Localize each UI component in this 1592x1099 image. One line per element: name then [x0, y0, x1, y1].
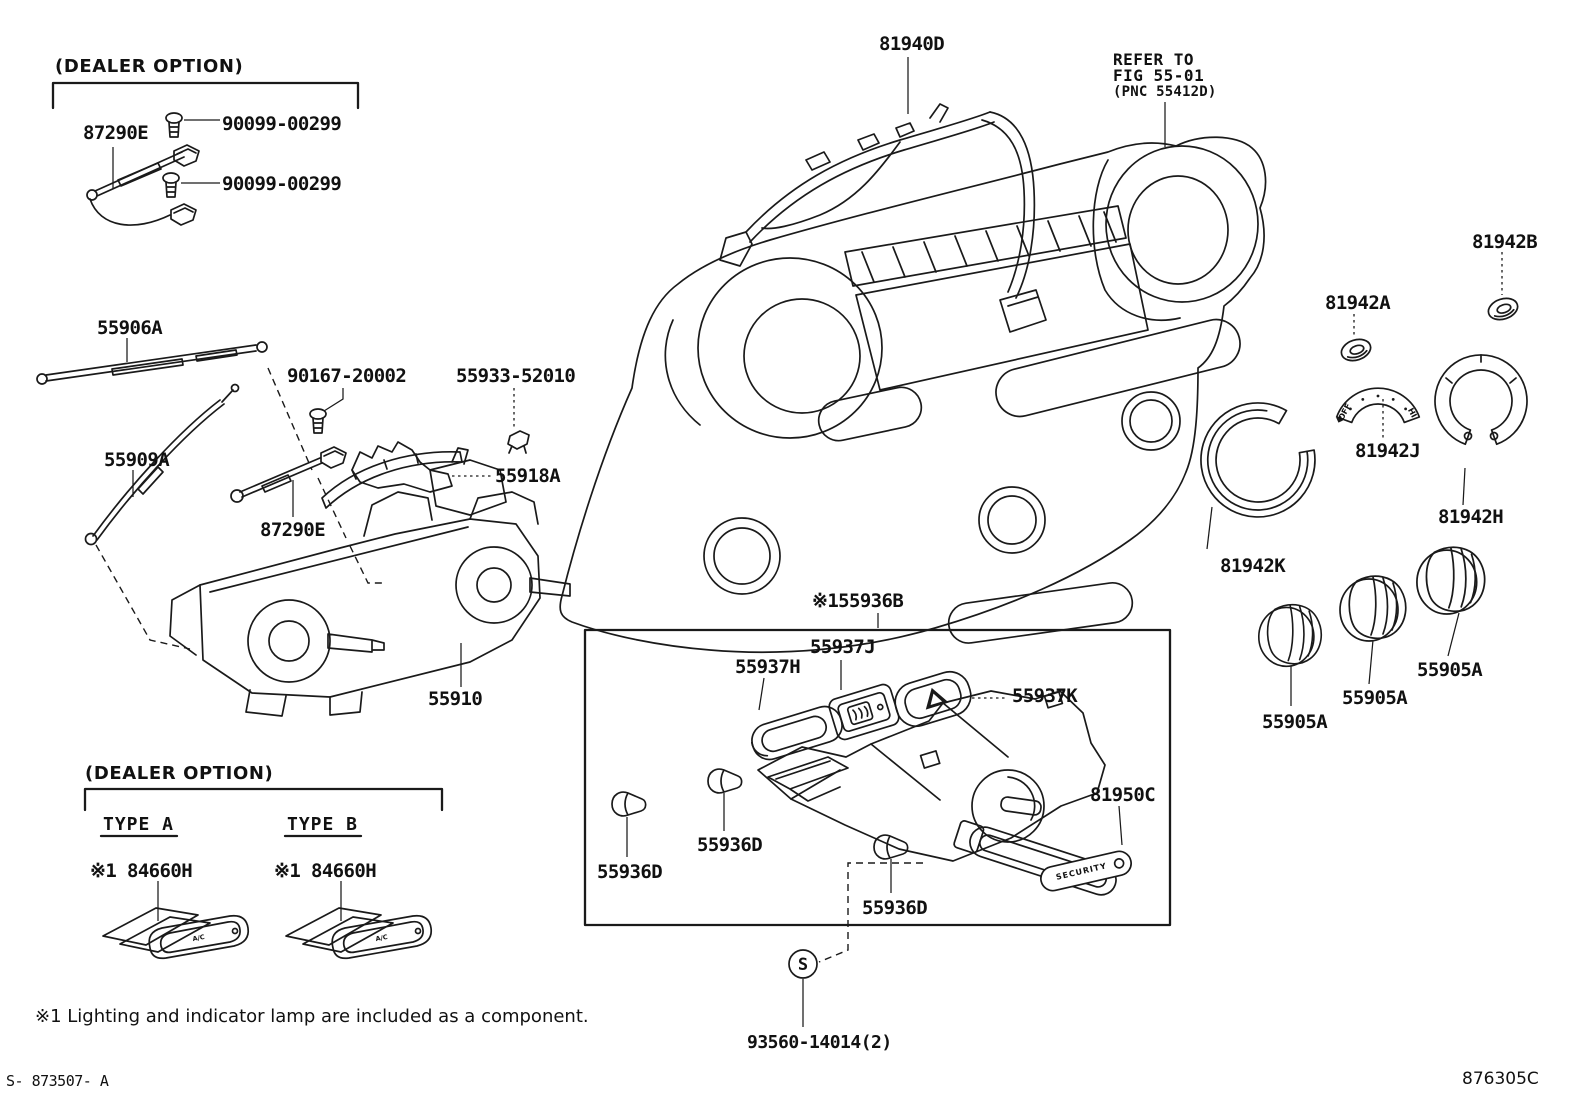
part-label-55910: 55910	[428, 688, 482, 710]
control-knob-55905a-3	[1416, 546, 1486, 615]
part-label-55936d-3: 55936D	[862, 897, 927, 919]
screw-55936d-2	[707, 768, 743, 794]
part-label-81942a: 81942A	[1325, 292, 1391, 314]
screw-symbol-letter: S	[798, 955, 808, 975]
part-label-55918a: 55918A	[495, 465, 561, 487]
part-label-90099-1: 90099-00299	[222, 113, 341, 135]
wire-harness-81940d	[719, 103, 1047, 333]
part-label-55905a-1: 55905A	[1262, 711, 1328, 733]
ac-marking-type-b: A/C	[375, 933, 389, 943]
part-label-55936d-2: 55936D	[697, 834, 762, 856]
refer-note-line2: FIG 55-01	[1113, 66, 1204, 85]
dealer-option-bottom-bracket	[83, 787, 444, 812]
junction-lever-assembly-87290e-1	[86, 112, 200, 226]
construction-dashed-lines-left	[95, 367, 382, 650]
control-cable-55909a	[84, 383, 240, 546]
part-label-55937h: 55937H	[735, 656, 800, 678]
part-label-87290e-1: 87290E	[83, 122, 148, 144]
part-label-55905a-2: 55905A	[1342, 687, 1408, 709]
part-label-55933: 55933-52010	[456, 365, 575, 387]
dealer-option-bottom-label: (DEALER OPTION)	[85, 763, 273, 784]
bracket-piece	[351, 441, 453, 493]
clip-55933-52010	[507, 430, 530, 454]
part-label-55905a-3: 55905A	[1417, 659, 1483, 681]
part-label-81950c: 81950C	[1090, 784, 1155, 806]
control-cable-55906a	[36, 341, 268, 385]
leader-lines-top-left	[112, 119, 220, 189]
screw-55936d-3	[873, 834, 909, 860]
leader-55937h	[758, 677, 765, 711]
trim-ring-81942h	[1434, 354, 1528, 446]
cluster-finish-panel	[559, 136, 1267, 654]
part-label-55937k: 55937K	[1012, 685, 1078, 707]
dealer-option-top-label: (DEALER OPTION)	[55, 56, 243, 77]
switch-hazard-55937k	[894, 670, 972, 728]
grommet-81942a	[1337, 335, 1375, 365]
figure-code: 876305C	[1462, 1069, 1539, 1089]
part-label-84660h-b: ※1 84660H	[274, 860, 376, 882]
dial-hi-marking: HI	[1406, 406, 1418, 419]
part-label-81942k: 81942K	[1220, 555, 1286, 577]
part-label-90099-2: 90099-00299	[222, 173, 341, 195]
ac-marking-type-a: A/C	[192, 933, 206, 943]
refer-note-line1: REFER TO	[1113, 50, 1194, 69]
security-plate-81950c	[1040, 850, 1132, 892]
doc-code: S- 873507- A	[6, 1072, 109, 1090]
screw-symbol-s[interactable]	[788, 949, 818, 979]
part-label-55909a: 55909A	[104, 449, 170, 471]
part-label-55936b: ※155936B	[812, 590, 903, 612]
part-label-81942b: 81942B	[1472, 231, 1537, 253]
control-knob-55905a-2	[1339, 575, 1407, 642]
part-label-55936d-1: 55936D	[597, 861, 662, 883]
part-label-81940d: 81940D	[879, 33, 944, 55]
part-label-55937j: 55937J	[810, 636, 875, 658]
control-bracket-assembly	[757, 690, 1117, 896]
leader-81950c	[1118, 805, 1123, 846]
leader-81942h	[1462, 467, 1466, 506]
part-label-90167: 90167-20002	[287, 365, 406, 387]
footnote-text: ※1 Lighting and indicator lamp are inclu…	[35, 1006, 589, 1027]
switch-defogger-55937j	[828, 683, 900, 741]
ac-switch-type-b	[285, 907, 433, 960]
part-label-84660h-a: ※1 84660H	[90, 860, 192, 882]
dashed-screw-path	[818, 862, 923, 963]
part-label-55906a: 55906A	[97, 317, 163, 339]
dial-off-marking: OFF	[1337, 402, 1353, 422]
junction-lever-87290e-2	[230, 446, 347, 503]
subassembly-box-55936b	[583, 628, 1172, 927]
leader-90167	[323, 388, 344, 412]
trim-ring-81942k	[1200, 402, 1316, 518]
part-label-81942h: 81942H	[1438, 506, 1503, 528]
part-label-81942j: 81942J	[1355, 440, 1420, 462]
type-a-label: TYPE A	[103, 814, 174, 835]
dealer-option-top-bracket	[51, 81, 360, 110]
screw-90167-20002	[309, 408, 327, 434]
ac-switch-type-a	[102, 907, 250, 960]
switch-blank-55937h	[750, 705, 843, 761]
leader-55905a-3	[1447, 612, 1460, 657]
type-b-label: TYPE B	[287, 814, 358, 835]
refer-note-line3: (PNC 55412D)	[1113, 84, 1217, 100]
part-label-93560: 93560-14014(2)	[747, 1032, 892, 1053]
dial-plate-81942j	[1335, 387, 1421, 424]
leader-81942k	[1206, 506, 1213, 550]
control-knob-55905a-1	[1257, 603, 1323, 668]
screw-55936d-1	[611, 791, 647, 817]
leader-55905a-2	[1368, 639, 1374, 685]
grommet-81942b	[1484, 294, 1522, 324]
heater-control-unit-55910	[169, 447, 571, 717]
part-label-87290e-2: 87290E	[260, 519, 325, 541]
